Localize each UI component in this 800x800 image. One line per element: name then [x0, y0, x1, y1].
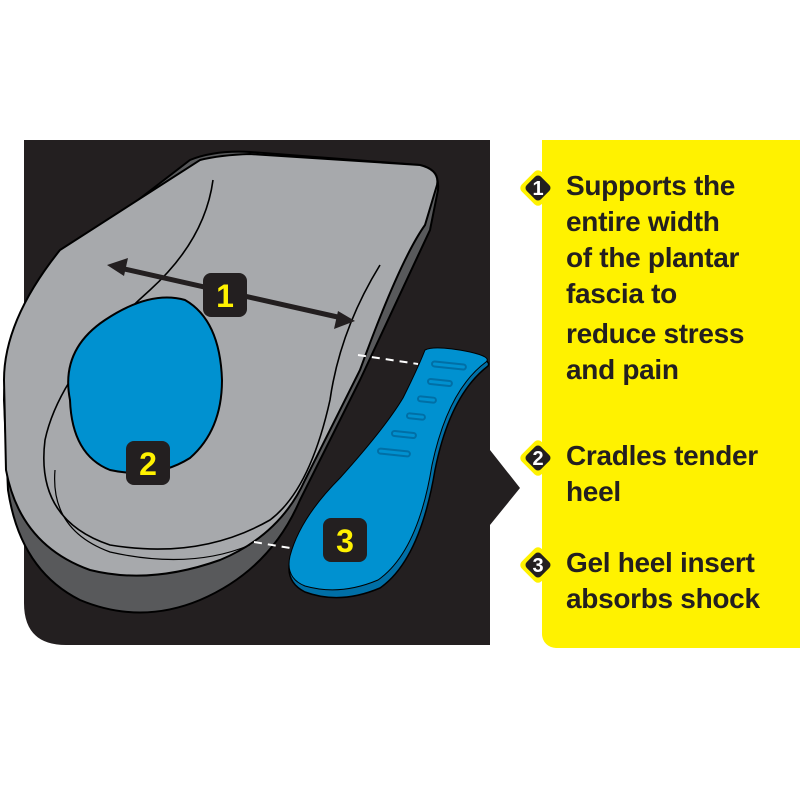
feature-text-3: Gel heel insert absorbs shock: [566, 547, 760, 614]
svg-text:2: 2: [139, 446, 157, 482]
feature-text-1: Supports the entire width of the plantar…: [566, 170, 745, 385]
feature-item-1: 1 Supports the entire width of the plant…: [518, 168, 796, 388]
number-badge-1-icon: 1: [518, 168, 564, 214]
feature-callout-panel: [542, 140, 800, 648]
feature-item-2: 2 Cradles tender heel: [518, 438, 796, 510]
insole-inner-contour: [43, 179, 381, 550]
diagram-label-3: 3: [323, 518, 367, 562]
guide-line-top: [357, 354, 419, 365]
guide-line-bottom: [253, 541, 291, 549]
number-badge-2-icon: 2: [518, 438, 564, 484]
heel-cradle-pad: [67, 296, 224, 475]
diagram-label-1: 1: [203, 273, 247, 317]
insole-inner-contour-2: [54, 469, 251, 561]
svg-text:1: 1: [216, 278, 234, 314]
diagram-label-2: 2: [126, 441, 170, 485]
svg-text:1: 1: [532, 178, 543, 200]
svg-text:2: 2: [532, 448, 543, 470]
feature-text-2: Cradles tender heel: [566, 440, 758, 507]
feature-item-3: 3 Gel heel insert absorbs shock: [518, 545, 796, 617]
number-badge-3-icon: 3: [518, 545, 564, 591]
svg-text:3: 3: [336, 523, 354, 559]
svg-text:3: 3: [532, 555, 543, 577]
